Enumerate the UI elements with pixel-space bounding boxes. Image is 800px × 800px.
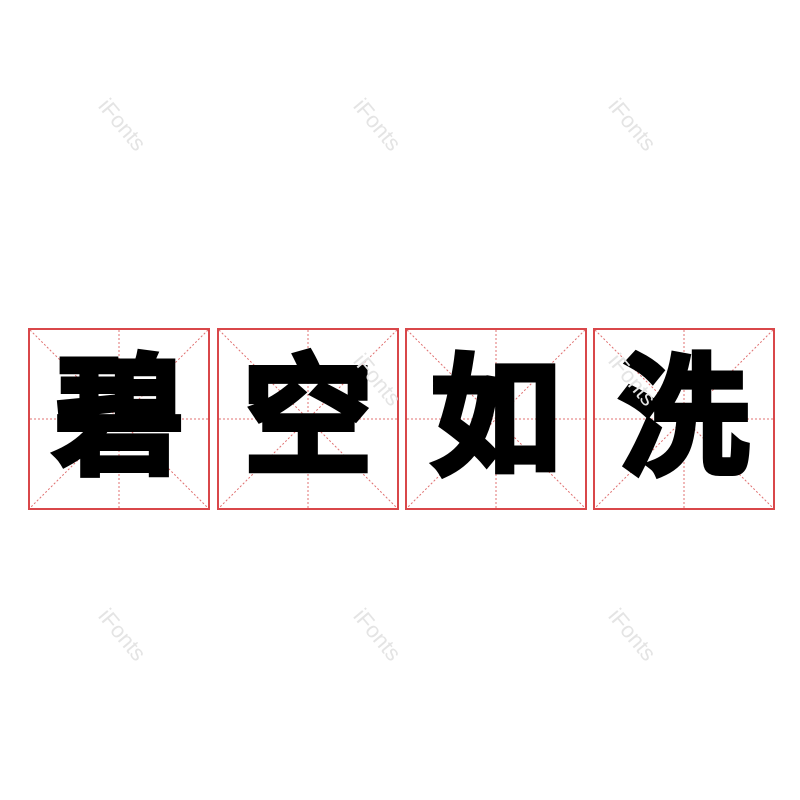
watermark-text: iFonts <box>603 93 662 156</box>
character-grid-box: 洗 <box>593 328 775 510</box>
watermark-text: iFonts <box>348 93 407 156</box>
character-glyph: 碧 <box>52 344 186 493</box>
character-glyph: 如 <box>429 344 563 493</box>
watermark-text: iFonts <box>603 603 662 666</box>
grid-guides <box>407 330 585 508</box>
character-grid-box: 空 <box>217 328 399 510</box>
watermark-text: iFonts <box>93 93 152 156</box>
character-glyph: 空 <box>241 344 375 493</box>
character-grid-box: 碧 <box>28 328 210 510</box>
character-glyph: 洗 <box>617 344 751 493</box>
grid-guides <box>595 330 773 508</box>
character-grid-box: 如 <box>405 328 587 510</box>
grid-guides <box>30 330 208 508</box>
watermark-text: iFonts <box>93 603 152 666</box>
grid-guides <box>219 330 397 508</box>
watermark-text: iFonts <box>348 603 407 666</box>
